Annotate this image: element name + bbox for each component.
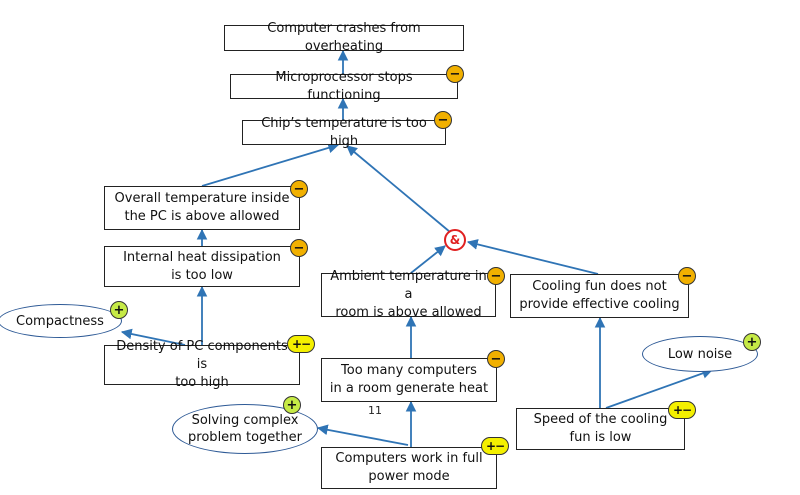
plus-minus-badge-full-power: +−: [481, 437, 509, 455]
minus-badge-cooling: −: [678, 267, 696, 285]
node-cooling-speed-low: Speed of the cooling fun is low: [516, 408, 685, 450]
minus-badge-ambient: −: [487, 267, 505, 285]
page-number: 11: [368, 404, 382, 417]
node-low-noise: Low noise: [642, 336, 758, 372]
node-ambient-temperature: Ambient temperature in a room is above a…: [321, 269, 496, 320]
node-microprocessor-stops: Microprocessor stops functioning: [230, 70, 458, 103]
node-density-components: Density of PC components is too high: [104, 339, 300, 390]
arrow-and-to-chip: [346, 145, 451, 233]
arrow-density-to-compactness: [120, 328, 186, 346]
minus-badge-overall: −: [290, 180, 308, 198]
plus-badge-solving: +: [283, 396, 301, 414]
arrow-cooling-to-and: [466, 239, 599, 275]
arrow-overall-to-chip: [201, 142, 340, 187]
node-cooling-fun: Cooling fun does not provide effective c…: [510, 274, 689, 318]
node-internal-heat-dissipation: Internal heat dissipation is too low: [104, 246, 300, 287]
plus-minus-badge-cooling-speed: +−: [668, 401, 696, 419]
plus-minus-badge-density: +−: [287, 335, 315, 353]
arrow-speed-to-lownoise: [605, 368, 714, 409]
plus-badge-compactness: +: [110, 301, 128, 319]
node-compactness: Compactness: [0, 304, 122, 338]
node-overall-temperature: Overall temperature inside the PC is abo…: [104, 186, 300, 230]
minus-badge-chip: −: [434, 111, 452, 129]
node-full-power-mode: Computers work in full power mode: [321, 447, 497, 489]
minus-badge-dissipation: −: [290, 239, 308, 257]
plus-badge-low-noise: +: [743, 333, 761, 351]
node-chip-temperature: Chip’s temperature is too high: [242, 116, 446, 149]
arrow-fullpower-to-solving: [316, 424, 409, 446]
minus-badge-many-computers: −: [487, 350, 505, 368]
node-too-many-computers: Too many computers in a room generate he…: [321, 358, 497, 402]
arrow-ambient-to-and: [410, 245, 446, 274]
minus-badge-microprocessor: −: [446, 65, 464, 83]
node-computer-crashes: Computer crashes from overheating: [224, 21, 464, 54]
and-junction-node: &: [444, 229, 466, 251]
